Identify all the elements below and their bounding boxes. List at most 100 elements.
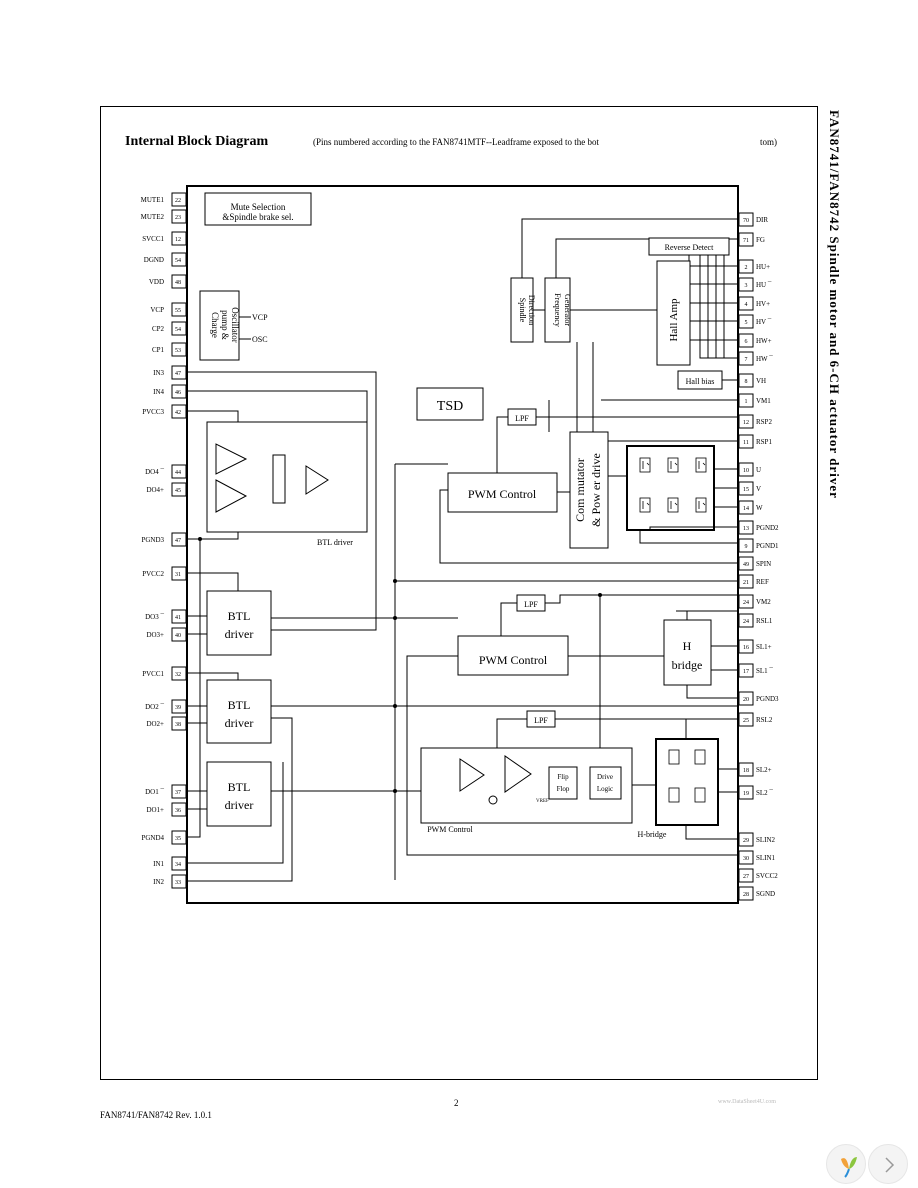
- left-pin-number: 54: [175, 327, 181, 333]
- right-pin-label: DIR: [756, 216, 768, 224]
- right-pin-label: V: [756, 485, 761, 493]
- right-pin-box: [738, 762, 754, 777]
- left-pin-label: VDD: [149, 278, 164, 286]
- flip-flop-block: [548, 766, 578, 800]
- left-pin-number: 33: [175, 880, 181, 886]
- vcp-label: VCP: [252, 313, 268, 322]
- right-pin-number: 30: [743, 856, 749, 862]
- wire: [639, 530, 738, 544]
- left-pin-label: PGND3: [141, 536, 164, 544]
- right-pin-box: [738, 712, 754, 727]
- left-pin-label: IN4: [153, 388, 164, 396]
- wire: [715, 255, 738, 359]
- right-pin-box: [738, 538, 754, 553]
- right-pin-number: 49: [743, 562, 749, 568]
- btl-driver-label: BTL: [228, 609, 251, 623]
- next-page-button[interactable]: [868, 1144, 908, 1184]
- left-pin-label: CP1: [152, 346, 165, 354]
- right-pin-box: [738, 373, 754, 388]
- wire: [723, 255, 738, 359]
- right-pin-box: [738, 232, 754, 247]
- spindle-direction-label: Direction: [527, 295, 536, 325]
- right-pin-number: 14: [743, 506, 749, 512]
- right-pin-box: [738, 500, 754, 515]
- wire: [685, 825, 738, 840]
- commutator-label: Com mutator: [573, 458, 587, 522]
- left-pin-number: 47: [175, 538, 181, 544]
- left-pin-box: [171, 609, 187, 624]
- right-pin-label: RSL2: [756, 716, 773, 724]
- left-pin-number: 46: [175, 390, 181, 396]
- right-pin-number: 24: [743, 619, 749, 625]
- left-pin-number: 40: [175, 633, 181, 639]
- left-pin-label: SVCC1: [142, 235, 164, 243]
- wire: [496, 718, 527, 756]
- chevron-right-icon: [885, 1157, 895, 1173]
- flip-flop-label: Flop: [557, 785, 570, 793]
- right-pin-number: 9: [745, 544, 748, 550]
- btl-driver-label: BTL: [228, 780, 251, 794]
- left-pin-box: [171, 384, 187, 399]
- right-pin-number: 71: [743, 238, 749, 244]
- right-pin-number: 7: [745, 357, 748, 363]
- right-pin-label: SLIN1: [756, 854, 776, 862]
- right-pin-label: SVCC2: [756, 872, 778, 880]
- left-pin-number: 53: [175, 348, 181, 354]
- right-pin-number: 24: [743, 600, 749, 606]
- charge-pump-label: pump &: [220, 310, 230, 340]
- mute-selection-label: Mute Selection: [231, 202, 286, 212]
- left-pin-label: IN2: [153, 878, 164, 886]
- drive-logic-block: [589, 766, 622, 800]
- watermark: www.DataSheet4U.com: [718, 1099, 776, 1105]
- right-pin-label: SL1 ¯: [756, 667, 773, 675]
- right-pin-number: 17: [743, 669, 749, 675]
- wire: [186, 572, 239, 591]
- spindle-power-bridge: [626, 445, 715, 531]
- frequency-generator-label: Frequency: [553, 293, 562, 327]
- viewer-logo-button[interactable]: [826, 1144, 866, 1184]
- left-pin-number: 32: [175, 672, 181, 678]
- right-pin-label: HU ¯: [756, 281, 772, 289]
- hall-bias-block: [677, 370, 723, 390]
- right-pin-number: 5: [745, 320, 748, 326]
- right-pin-box: [738, 613, 754, 628]
- transistor-icon: [639, 497, 651, 513]
- right-pin-box: [738, 462, 754, 477]
- right-pin-box: [738, 663, 754, 678]
- left-pin-box: [171, 830, 187, 845]
- right-pin-box: [738, 639, 754, 654]
- junction-dot: [598, 593, 602, 597]
- pwm-control-label: PWM Control: [468, 487, 537, 501]
- h-bridge-label: H: [683, 639, 692, 653]
- spindle-direction-label: Spindle: [518, 298, 527, 323]
- wire: [186, 717, 293, 882]
- right-pin-label: PGND2: [756, 524, 779, 532]
- tsd-block: [416, 387, 484, 421]
- charge-pump-label: Oscillator: [230, 307, 240, 343]
- left-pin-number: 55: [175, 308, 181, 314]
- right-pin-box: [738, 832, 754, 847]
- diagram-title: Internal Block Diagram: [125, 134, 269, 149]
- right-pin-label: W: [756, 504, 763, 512]
- right-pin-number: 4: [745, 302, 748, 308]
- wire: [406, 655, 738, 856]
- junction-dot: [393, 789, 397, 793]
- h-bridge-label: bridge: [672, 658, 703, 672]
- wire: [496, 416, 508, 473]
- left-pin-box: [171, 699, 187, 714]
- transistor-icon: [642, 461, 650, 469]
- left-pin-label: DO1 ¯: [145, 788, 164, 796]
- transistor-icon: [670, 461, 678, 469]
- right-pin-label: SLIN2: [756, 836, 776, 844]
- left-pin-number: 34: [175, 862, 181, 868]
- transistor-icon: [698, 461, 706, 469]
- commutator-block: [569, 431, 609, 549]
- left-pin-number: 35: [175, 836, 181, 842]
- right-pin-number: 10: [743, 468, 749, 474]
- right-pin-number: 20: [743, 697, 749, 703]
- left-pin-label: DO3+: [146, 631, 164, 639]
- left-pin-label: IN1: [153, 860, 164, 868]
- right-pin-label: PGND1: [756, 542, 779, 550]
- left-pin-box: [171, 321, 187, 336]
- transistor-icon: [667, 457, 679, 473]
